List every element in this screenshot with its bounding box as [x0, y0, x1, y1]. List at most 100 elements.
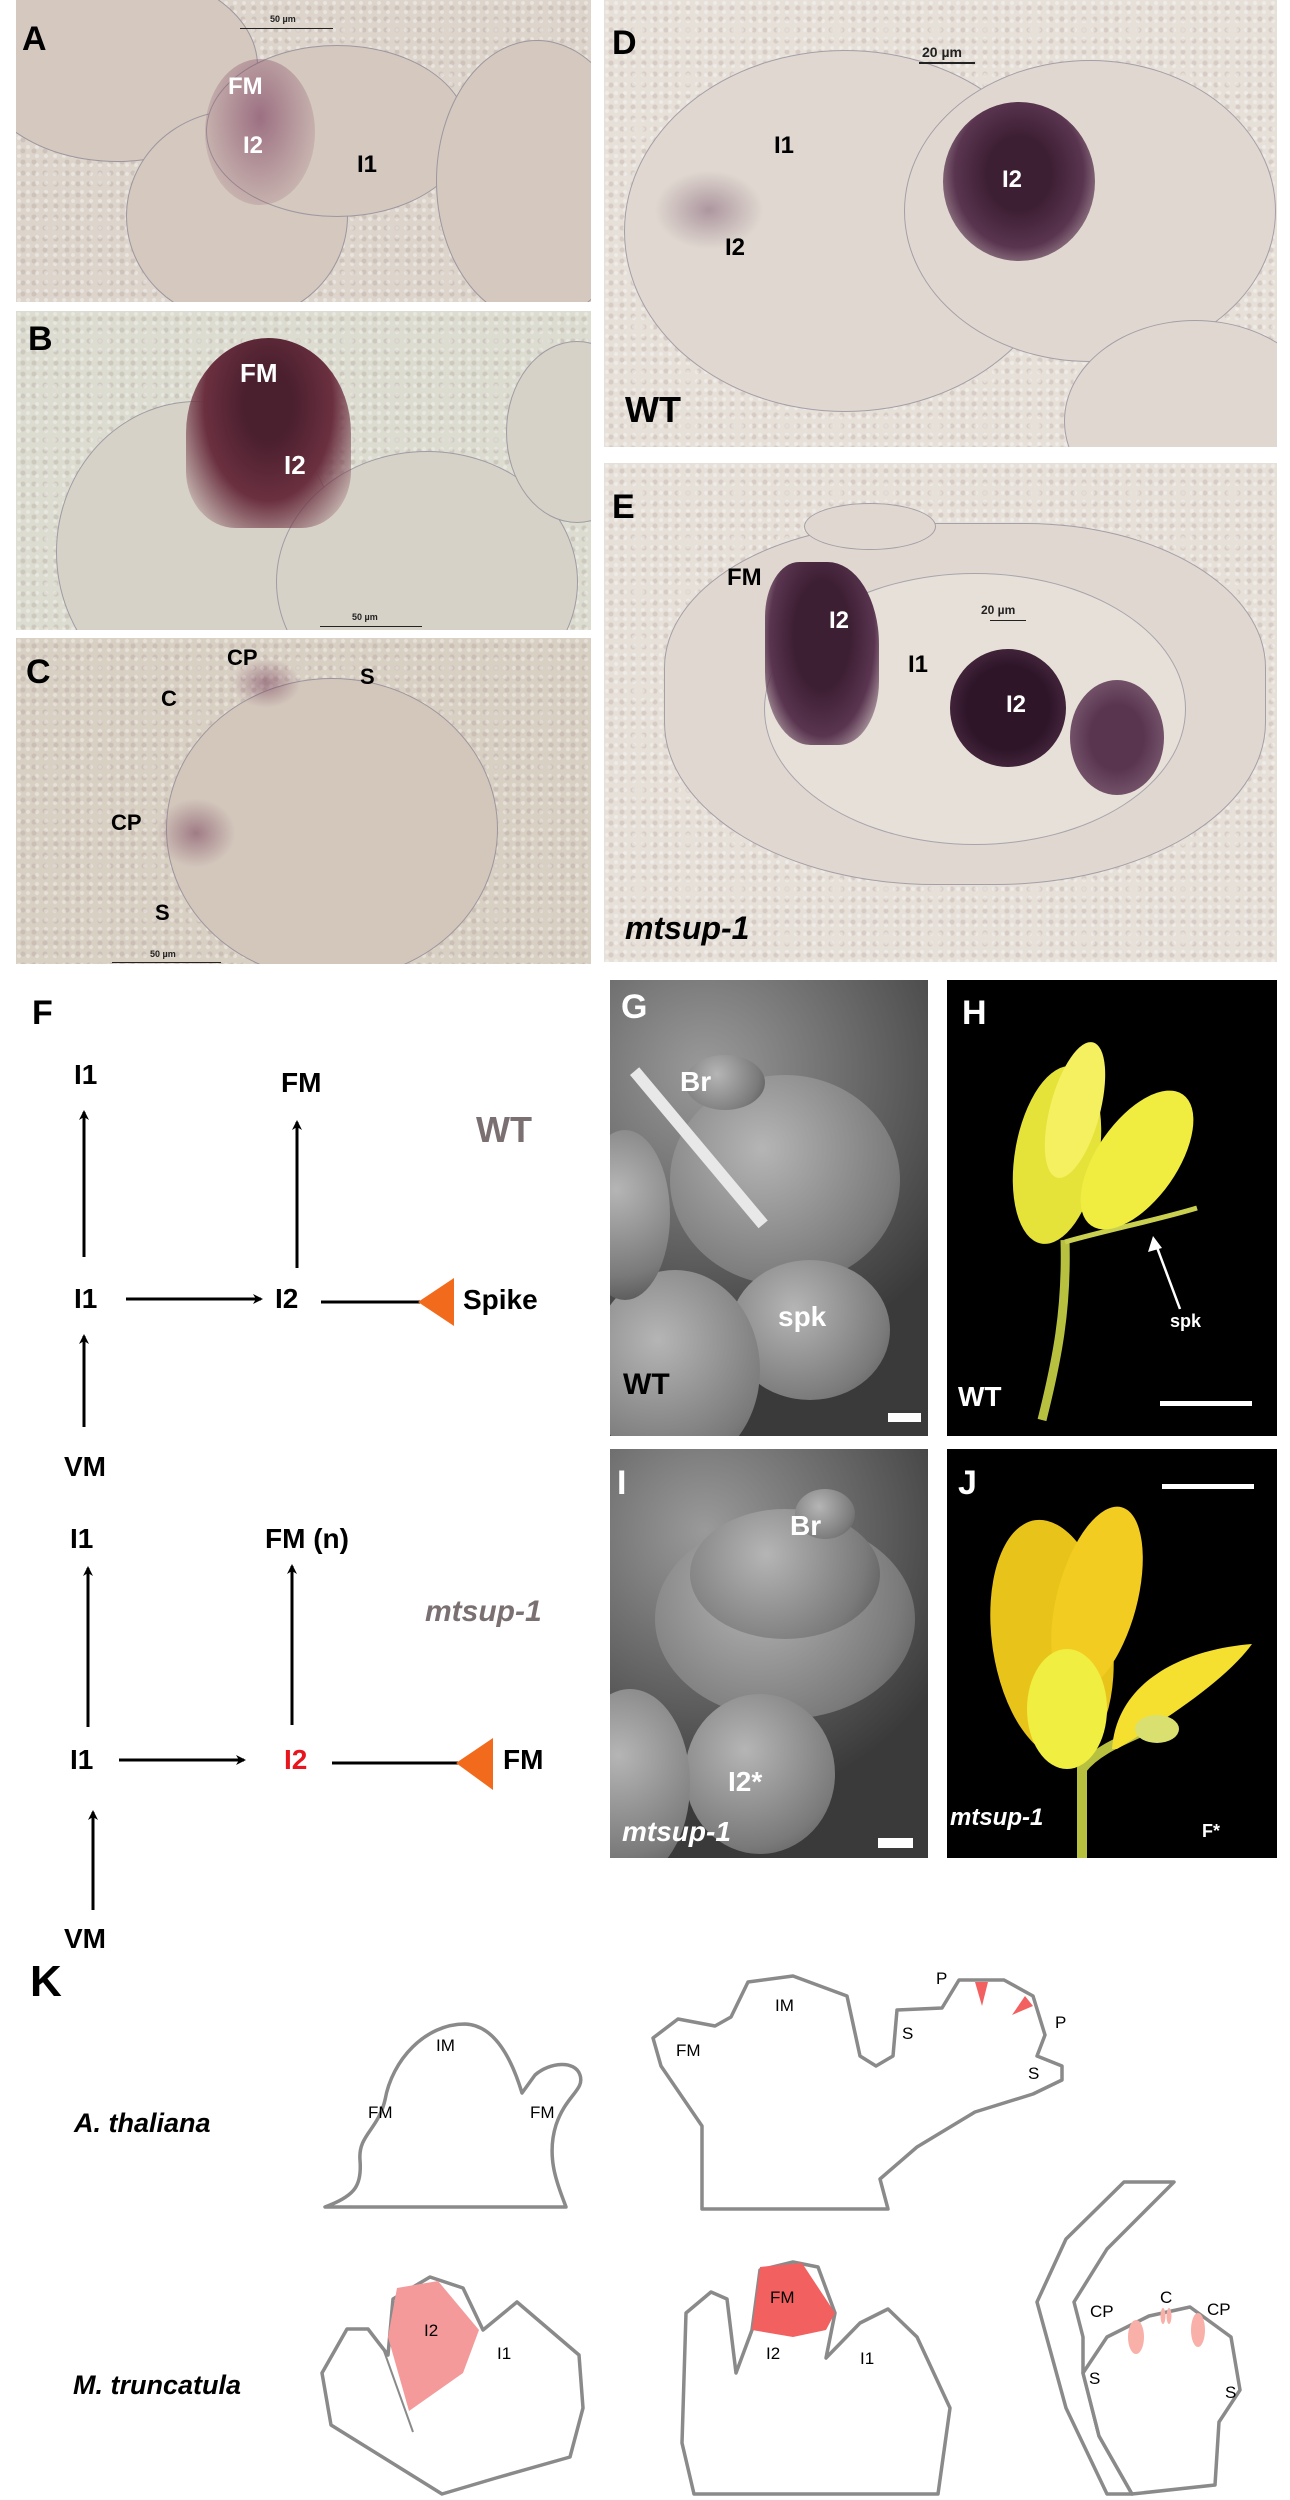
- mut-label-i2: I2: [284, 1744, 308, 1775]
- panel-c-label-s-top: S: [360, 664, 375, 689]
- k-mt-1-i2-expression: [388, 2281, 479, 2411]
- panel-b-label-fm: FM: [240, 358, 278, 388]
- panel-h-label-spk: spk: [1170, 1311, 1202, 1331]
- panel-b-scale-label: 50 µm: [352, 612, 378, 622]
- panel-b-label-i2: I2: [284, 450, 306, 480]
- panel-e-scale-label: 20 µm: [981, 603, 1016, 617]
- panel-j-letter: J: [958, 1464, 977, 1502]
- panel-b-micrograph: [16, 311, 591, 630]
- panel-i-label-i2-star: I2*: [728, 1766, 763, 1797]
- k-mt-2-fm-expression: [752, 2263, 835, 2337]
- k-at-petal-primordium-1: [975, 1982, 988, 2006]
- k-at-large-label-fm: FM: [676, 2041, 701, 2060]
- panel-d-genotype: WT: [625, 389, 681, 430]
- panel-e-genotype: mtsup-1: [625, 910, 750, 946]
- k-mt-2-label-i1: I1: [860, 2349, 875, 2368]
- k-mt-3-label-c: C: [1160, 2288, 1173, 2307]
- k-at-large-label-im: IM: [775, 1996, 794, 2015]
- k-at-small-label-im: IM: [436, 2036, 455, 2055]
- panel-d-label-i2-stained: I2: [1002, 166, 1023, 193]
- panel-d-micrograph: [604, 0, 1277, 447]
- panel-h-letter: H: [962, 994, 987, 1032]
- panel-c-label-s-bottom: S: [155, 900, 170, 925]
- panel-e-letter: E: [612, 488, 635, 526]
- panel-g-label-spk: spk: [778, 1301, 827, 1332]
- k-mt-3-label-s-right: S: [1225, 2383, 1237, 2402]
- k-mt-1-label-i2: I2: [424, 2321, 439, 2340]
- panel-a-label-i2: I2: [243, 132, 264, 159]
- k-mt-2-label-fm: FM: [770, 2288, 795, 2307]
- mut-label-fm: FM: [503, 1744, 544, 1775]
- wt-label-fm: FM: [281, 1067, 322, 1098]
- mut-label-i1-top: I1: [70, 1523, 94, 1554]
- panel-g-scale-bar: [888, 1413, 921, 1422]
- mut-label-i1: I1: [70, 1744, 94, 1775]
- panel-b-scale-bar: [320, 626, 422, 627]
- species-label-m-truncatula: M. truncatula: [73, 2370, 242, 2400]
- k-at-large-label-s2: S: [1028, 2064, 1040, 2083]
- panel-j-label-f-star: F*: [1202, 1821, 1220, 1841]
- panel-j-flower: [990, 1506, 1252, 1858]
- diagram-f-arrows: [79, 1110, 493, 1910]
- panel-e-label-i2-right: I2: [1006, 691, 1027, 718]
- wt-inhibition-arrowhead: [418, 1278, 454, 1326]
- k-mt-3-label-cp-left: CP: [1090, 2302, 1114, 2321]
- mut-genotype: mtsup-1: [425, 1595, 542, 1628]
- k-at-large-label-p2: P: [1055, 2013, 1067, 2032]
- k-at-large-label-s1: S: [902, 2024, 914, 2043]
- panel-h-scale-bar: [1160, 1401, 1252, 1406]
- wt-label-i2: I2: [275, 1283, 299, 1314]
- wt-label-i1: I1: [74, 1283, 98, 1314]
- k-at-small-label-fm-left: FM: [368, 2103, 393, 2122]
- panel-c-label-c: C: [161, 686, 177, 711]
- panel-h-genotype: WT: [958, 1381, 1002, 1412]
- panel-j-photo: [947, 1449, 1277, 1858]
- panel-g-letter: G: [621, 988, 648, 1026]
- k-mt-2-outline: [680, 2260, 952, 2496]
- k-at-small-label-fm-right: FM: [530, 2103, 555, 2122]
- mut-inhibition-arrowhead: [456, 1738, 493, 1790]
- k-mt-3-cp-expression-left: [1128, 2320, 1144, 2354]
- panel-c-label-cp-top: CP: [227, 645, 258, 670]
- panel-d-label-i2: I2: [725, 234, 746, 261]
- panel-d-scale-label: 20 µm: [922, 44, 962, 60]
- diagram-k-letter: K: [30, 1957, 62, 2006]
- k-mt-3-cp-expression-right: [1191, 2313, 1205, 2347]
- mut-label-fm-n: FM (n): [265, 1523, 349, 1554]
- k-mt-1-outline: [320, 2275, 585, 2496]
- panel-h-flower: [1012, 1042, 1198, 1422]
- panel-i-scale-bar: [878, 1838, 913, 1848]
- panel-j-genotype: mtsup-1: [950, 1804, 1044, 1831]
- panel-j-scale-bar: [1162, 1484, 1254, 1489]
- panel-e-micrograph: [604, 463, 1277, 962]
- panel-a-scale-bar: [240, 28, 333, 29]
- panel-d-letter: D: [612, 24, 637, 62]
- panel-a-scale-label: 50 µm: [270, 14, 296, 24]
- panel-e-scale-bar: [990, 620, 1026, 621]
- wt-label-vm: VM: [64, 1451, 106, 1482]
- k-at-petal-primordium-2: [1012, 1996, 1033, 2015]
- panel-g-label-br: Br: [680, 1066, 712, 1097]
- wt-label-i1-top: I1: [74, 1059, 98, 1090]
- panel-a-label-fm: FM: [228, 73, 263, 100]
- k-at-small-outline: [323, 2022, 583, 2209]
- wt-genotype: WT: [476, 1109, 532, 1150]
- panel-c-label-cp-left: CP: [111, 810, 142, 835]
- panel-i-label-br: Br: [790, 1510, 822, 1541]
- k-mt-3-c-expression: [1160, 2308, 1166, 2324]
- panel-c-scale-label: 50 µm: [150, 949, 176, 959]
- species-label-a-thaliana: A. thaliana: [74, 2108, 211, 2138]
- k-mt-3-label-cp-right: CP: [1207, 2300, 1231, 2319]
- panel-g-genotype: WT: [623, 1368, 670, 1401]
- panel-c-micrograph: [16, 638, 591, 964]
- panel-c-letter: C: [26, 653, 51, 691]
- panel-a-label-i1: I1: [357, 151, 378, 178]
- mut-label-vm: VM: [64, 1923, 106, 1954]
- panel-d-label-i1: I1: [774, 132, 795, 159]
- k-mt-2-label-i2: I2: [766, 2344, 781, 2363]
- panel-i-sem: [610, 1449, 928, 1858]
- panel-i-genotype: mtsup-1: [622, 1816, 731, 1847]
- panel-a-letter: A: [22, 20, 47, 58]
